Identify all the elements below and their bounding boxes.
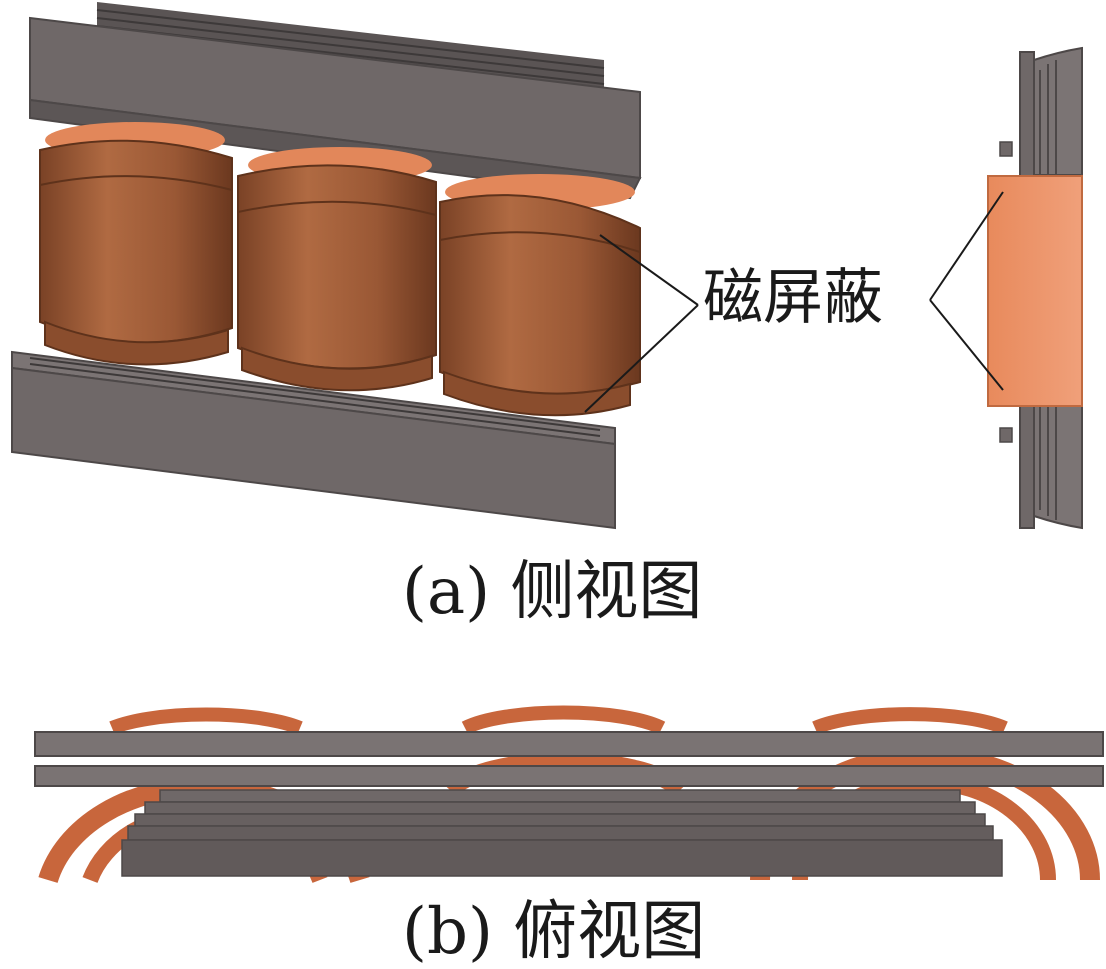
- top-clamp-bar-1: [34, 731, 1104, 757]
- magnetic-shield-label: 磁屏蔽: [703, 263, 883, 333]
- top-clamp-bar-2: [34, 765, 1104, 787]
- coil-2: [237, 147, 437, 392]
- side-view: [11, 2, 1083, 530]
- top-view: [34, 705, 1104, 884]
- shield-leader-lines: [584, 191, 1004, 413]
- bottom-clamp-front: [11, 366, 616, 530]
- top-view-caption: (b) 俯视图: [402, 895, 706, 969]
- coil-3: [439, 174, 641, 417]
- side-profile-shield: [987, 175, 1083, 407]
- bottom-yoke-lamination-lines: [29, 357, 601, 437]
- top-core: [121, 789, 1003, 877]
- coil-1: [39, 122, 233, 366]
- side-profile: [987, 46, 1083, 530]
- side-view-caption: (a) 侧视图: [402, 555, 703, 629]
- top-shield-arcs-upper: [109, 705, 1008, 735]
